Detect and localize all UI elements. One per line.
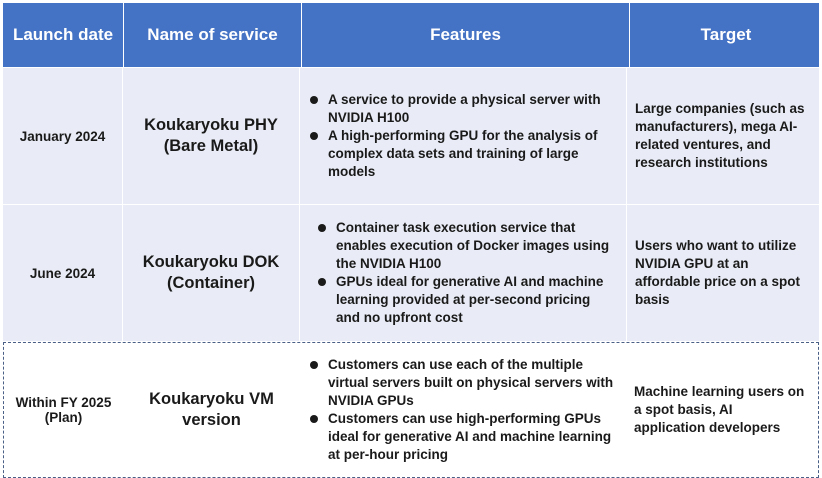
launch-date: January 2024 xyxy=(19,128,106,144)
target-text: Large companies (such as manufacturers),… xyxy=(635,101,805,170)
launch-date: June 2024 xyxy=(29,265,96,281)
service-name-line: version xyxy=(182,411,241,429)
feature-item: Customers can use high-performing GPUs i… xyxy=(308,410,618,464)
feature-text: Customers can use high-performing GPUs i… xyxy=(328,411,612,462)
bullet-icon xyxy=(310,132,318,140)
features-cell: Customers can use each of the multiple v… xyxy=(300,343,626,477)
feature-text: Container task execution service that en… xyxy=(336,220,610,271)
bullet-icon xyxy=(318,224,326,232)
feature-text: A service to provide a physical server w… xyxy=(328,92,601,125)
service-name-line: (Bare Metal) xyxy=(163,137,259,155)
table-header: Launch date Name of service Features Tar… xyxy=(3,3,819,67)
feature-text: GPUs ideal for generative AI and machine… xyxy=(336,274,604,325)
launch-date: Within FY 2025 xyxy=(15,395,112,410)
target-text: Machine learning users on a spot basis, … xyxy=(634,384,805,435)
feature-item: Container task execution service that en… xyxy=(316,219,618,273)
service-name-cell: Koukaryoku VM version xyxy=(123,343,300,477)
header-target: Target xyxy=(700,25,752,44)
service-name-line: Koukaryoku DOK xyxy=(142,253,280,271)
header-service-name: Name of service xyxy=(124,3,302,67)
feature-text: A high-performing GPU for the analysis o… xyxy=(328,128,598,179)
feature-item: A service to provide a physical server w… xyxy=(308,91,618,127)
table-row-plan: Within FY 2025 (Plan) Koukaryoku VM vers… xyxy=(3,342,819,478)
features-cell: Container task execution service that en… xyxy=(300,205,627,341)
launch-date-cell: Within FY 2025 (Plan) xyxy=(4,343,123,477)
launch-date-note: (Plan) xyxy=(44,410,83,425)
service-name-line: Koukaryoku PHY xyxy=(144,116,278,134)
feature-list: Customers can use each of the multiple v… xyxy=(308,356,618,464)
target-text: Users who want to utilize NVIDIA GPU at … xyxy=(635,238,801,307)
service-name-cell: Koukaryoku DOK (Container) xyxy=(123,205,300,341)
bullet-icon xyxy=(318,278,326,286)
header-launch-date: Launch date xyxy=(3,3,124,67)
feature-list: A service to provide a physical server w… xyxy=(308,91,618,181)
bullet-icon xyxy=(310,415,318,423)
target-cell: Machine learning users on a spot basis, … xyxy=(626,343,815,477)
feature-item: A high-performing GPU for the analysis o… xyxy=(308,127,618,181)
service-table: Launch date Name of service Features Tar… xyxy=(3,3,819,478)
launch-date-cell: June 2024 xyxy=(3,205,123,341)
bullet-icon xyxy=(310,96,318,104)
feature-text: Customers can use each of the multiple v… xyxy=(328,357,614,408)
table-row: January 2024 Koukaryoku PHY (Bare Metal)… xyxy=(3,67,819,204)
features-cell: A service to provide a physical server w… xyxy=(300,68,627,204)
feature-item: Customers can use each of the multiple v… xyxy=(308,356,618,410)
feature-item: GPUs ideal for generative AI and machine… xyxy=(316,273,618,327)
service-name-line: Koukaryoku VM xyxy=(149,390,274,408)
target-cell: Large companies (such as manufacturers),… xyxy=(627,68,819,204)
service-name-line: (Container) xyxy=(166,274,255,292)
table-row: June 2024 Koukaryoku DOK (Container) Con… xyxy=(3,204,819,341)
header-features: Features xyxy=(302,3,630,67)
launch-date-cell: January 2024 xyxy=(3,68,123,204)
bullet-icon xyxy=(310,361,318,369)
service-name-cell: Koukaryoku PHY (Bare Metal) xyxy=(123,68,300,204)
target-cell: Users who want to utilize NVIDIA GPU at … xyxy=(627,205,819,341)
feature-list: Container task execution service that en… xyxy=(316,219,618,327)
